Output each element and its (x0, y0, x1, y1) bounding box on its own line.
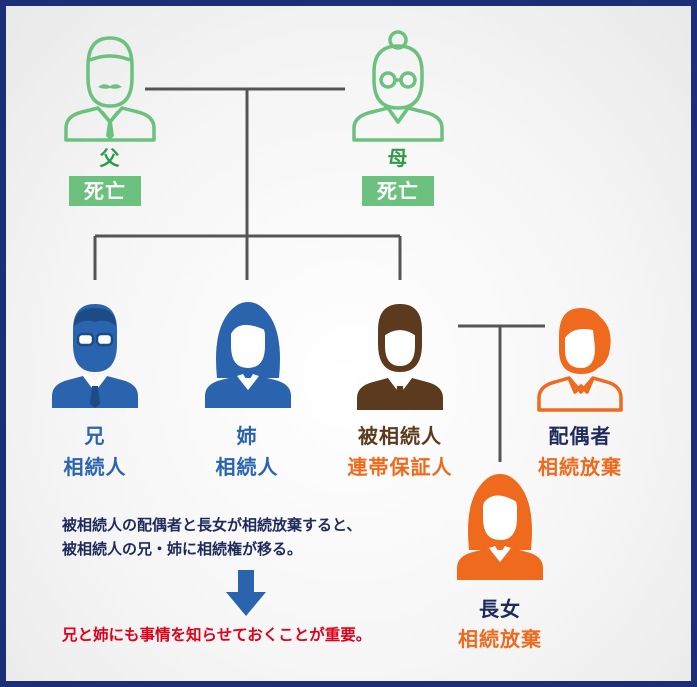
spouse-status: 相続放棄 (538, 455, 622, 479)
daughter-name: 長女 (479, 597, 521, 621)
businessman-icon (357, 304, 443, 410)
conclusion-text: 兄と姉にも事情を知らせておくことが重要。 (62, 626, 372, 644)
sister-status: 相続人 (215, 455, 279, 479)
sister-name: 姉 (236, 424, 258, 448)
spouse-name: 配偶者 (548, 424, 612, 448)
man-with-glasses-icon (52, 304, 138, 408)
father-status-badge: 死亡 (69, 176, 141, 206)
mother-name: 母 (387, 146, 409, 170)
elderly-man-icon (64, 36, 156, 142)
brother-name: 兄 (84, 424, 106, 448)
decedent-status: 連帯保証人 (347, 455, 453, 479)
down-arrow-icon (226, 570, 266, 616)
brother-status: 相続人 (63, 455, 127, 479)
woman-icon (205, 302, 291, 408)
note-line-2: 被相続人の兄・姉に相続権が移る。 (62, 540, 303, 558)
father-name: 父 (99, 146, 121, 170)
woman-ponytail-icon (537, 308, 623, 412)
decedent-name: 被相続人 (358, 424, 442, 448)
note-line-1: 被相続人の配偶者と長女が相続放棄すると、 (62, 516, 362, 534)
elderly-woman-icon (352, 30, 444, 142)
girl-icon (457, 474, 543, 580)
daughter-status: 相続放棄 (458, 627, 542, 651)
mother-status-badge: 死亡 (362, 176, 434, 206)
